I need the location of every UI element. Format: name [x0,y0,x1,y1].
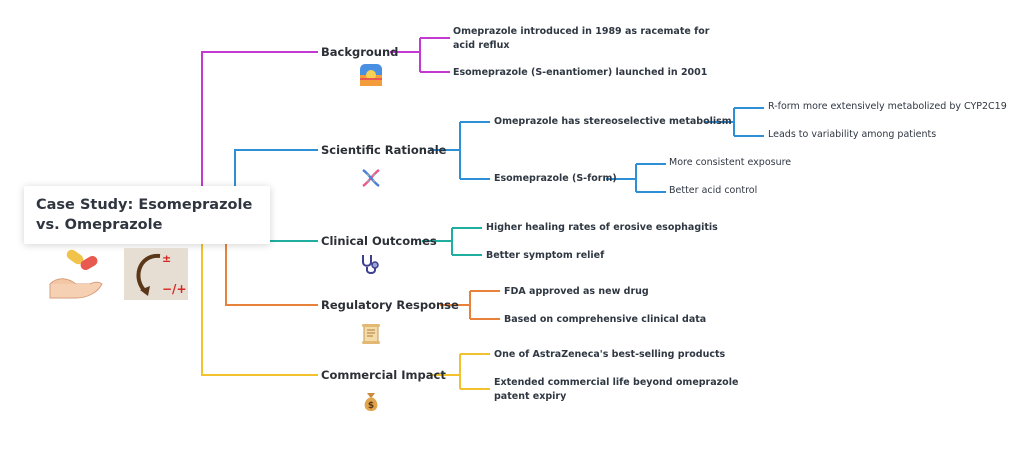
leaf-clinical-2[interactable]: Better symptom relief [486,250,605,261]
branch-clinical[interactable]: Clinical Outcomes [321,234,437,248]
leaf-commercial-1[interactable]: One of AstraZeneca's best-selling produc… [494,349,726,360]
subleaf-scientific-a1[interactable]: R-form more extensively metabolized by C… [768,101,1007,112]
leaf-commercial-2[interactable]: Extended commercial life beyond omeprazo… [494,377,739,402]
scroll-icon [362,324,380,344]
branch-regulatory[interactable]: Regulatory Response [321,298,459,312]
stethoscope-icon [362,255,379,274]
racemic-conversion-card: ± −/+ [124,248,188,300]
leaf-regulatory-1[interactable]: FDA approved as new drug [504,286,649,297]
racemic-conversion-icon [136,253,161,296]
minus-plus-label: −/+ [162,282,187,296]
leaf-regulatory-2[interactable]: Based on comprehensive clinical data [504,314,707,325]
clinical-connector [262,227,482,256]
background-connector [201,37,450,186]
pill-in-hand-icon [49,249,103,299]
commercial-connector [201,244,490,390]
subleaf-scientific-a2[interactable]: Leads to variability among patients [768,129,937,140]
leaf-background-1[interactable]: Omeprazole introduced in 1989 as racemat… [453,26,710,51]
scientific-connector [234,107,764,193]
money-bag-icon: $ [364,393,378,411]
root-node[interactable]: Case Study: Esomeprazole vs. Omeprazole [24,186,270,244]
dna-icon [362,168,380,188]
leaf-background-2[interactable]: Esomeprazole (S-enantiomer) launched in … [453,67,708,78]
root-title: Case Study: Esomeprazole vs. Omeprazole [36,197,253,233]
branch-scientific[interactable]: Scientific Rationale [321,143,447,157]
sunset-app-icon [360,64,382,86]
leaf-scientific-2[interactable]: Esomeprazole (S-form) [494,173,617,184]
subleaf-scientific-b1[interactable]: More consistent exposure [669,157,792,168]
regulatory-connector [225,244,500,320]
leaf-scientific-1[interactable]: Omeprazole has stereoselective metabolis… [494,116,732,127]
subleaf-scientific-b2[interactable]: Better acid control [669,185,758,196]
branch-commercial[interactable]: Commercial Impact [321,368,446,382]
branch-background[interactable]: Background [321,45,399,59]
leaf-clinical-1[interactable]: Higher healing rates of erosive esophagi… [486,222,718,233]
plus-minus-label: ± [162,252,172,265]
svg-text:$: $ [368,401,374,411]
